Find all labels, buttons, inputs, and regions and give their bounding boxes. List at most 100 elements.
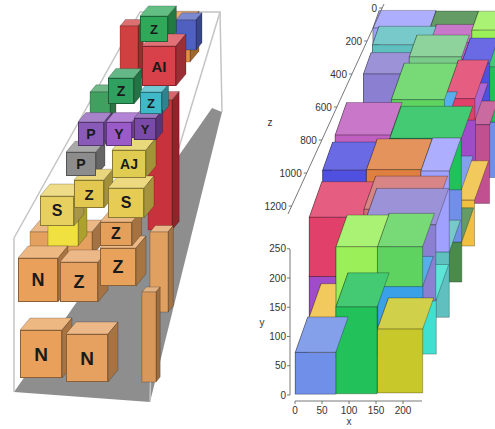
- tick-label: 150: [368, 405, 385, 416]
- box-top: [323, 142, 377, 170]
- tick-label: 0: [280, 390, 286, 401]
- crate-side: [196, 13, 202, 50]
- tick-label: 150: [269, 302, 286, 313]
- box-top: [421, 138, 461, 171]
- box-group: [295, 10, 495, 394]
- crate-side: [156, 287, 160, 382]
- box-top: [373, 10, 436, 28]
- box-front: [295, 352, 335, 394]
- tick-mark: [322, 401, 323, 404]
- tick-mark: [304, 173, 307, 174]
- cargo-box: S: [108, 188, 144, 218]
- box-letter: N: [80, 349, 94, 368]
- plot-axes: [287, 4, 422, 404]
- crate-side: [146, 138, 156, 178]
- tick-label: 0: [292, 405, 298, 416]
- cargo-box: Z: [108, 78, 134, 104]
- tick-label: 50: [316, 405, 327, 416]
- crate-side: [162, 84, 169, 114]
- box-front: [377, 329, 422, 393]
- container-floor: [14, 108, 222, 402]
- tick-mark: [403, 401, 404, 404]
- tick-label: 600: [315, 102, 332, 113]
- cargo-box: Y: [134, 118, 156, 140]
- box-top: [472, 11, 495, 30]
- cargo-box: Y: [106, 122, 132, 146]
- box-letter: N: [34, 345, 48, 364]
- cargo-box: Z: [140, 16, 168, 42]
- crate-side: [108, 322, 118, 382]
- crate-side: [168, 226, 173, 313]
- box-letter: AJ: [120, 157, 138, 171]
- box-top: [366, 139, 432, 170]
- box-top: [462, 38, 495, 63]
- y-axis: [290, 249, 291, 395]
- tick-mark: [376, 401, 377, 404]
- crate-side: [156, 110, 163, 140]
- tick-mark: [379, 8, 382, 9]
- cargo-box: P: [66, 152, 96, 176]
- tick-mark: [287, 336, 290, 337]
- crate-side: [136, 236, 146, 286]
- box-letter: S: [121, 195, 132, 211]
- crate-front: [142, 292, 156, 382]
- box-top: [390, 106, 473, 138]
- cargo-box: AJ: [112, 150, 146, 178]
- tick-mark: [287, 278, 290, 279]
- tick-label: 200: [345, 36, 362, 47]
- container-edge: [13, 238, 15, 392]
- cargo-box: N: [18, 258, 58, 302]
- box-top: [377, 298, 433, 329]
- container-edge: [14, 12, 222, 238]
- box-letter: P: [76, 157, 85, 171]
- tick-label: 1200: [264, 201, 286, 212]
- box-letter: Y: [141, 123, 150, 136]
- box-top: [409, 35, 469, 57]
- box-letter: P: [86, 127, 95, 141]
- tick-mark: [287, 307, 290, 308]
- crate-side: [172, 91, 179, 230]
- crate-side: [176, 34, 186, 86]
- axis-label: y: [260, 317, 265, 328]
- tick-label: 400: [330, 69, 347, 80]
- box-letter: AI: [152, 59, 167, 74]
- tick-label: 800: [300, 135, 317, 146]
- box-top: [336, 215, 389, 247]
- tick-label: 200: [395, 405, 412, 416]
- box-letter: Z: [113, 258, 124, 276]
- box-letter: Y: [114, 127, 123, 141]
- box-letter: Z: [74, 273, 85, 291]
- tick-mark: [287, 248, 290, 249]
- box-letter: Z: [117, 84, 126, 98]
- axis-label: x: [347, 416, 352, 427]
- tick-label: 250: [269, 243, 286, 254]
- tick-mark: [319, 140, 322, 141]
- tick-mark: [287, 395, 290, 396]
- tick-label: 100: [341, 405, 358, 416]
- box-top: [336, 273, 389, 307]
- cargo-box: Z: [100, 248, 136, 286]
- tick-mark: [349, 74, 352, 75]
- tick-mark: [334, 107, 337, 108]
- tick-label: 50: [275, 360, 286, 371]
- tick-label: 1000: [279, 168, 301, 179]
- cargo-box: Z: [140, 92, 162, 114]
- tick-mark: [287, 365, 290, 366]
- tick-mark: [349, 401, 350, 404]
- box-top: [295, 317, 348, 353]
- box-letter: N: [32, 271, 45, 289]
- box-top: [391, 63, 457, 99]
- crate-side: [144, 176, 154, 218]
- cargo-box: Z: [74, 180, 104, 208]
- tick-mark: [364, 41, 367, 42]
- box-letter: S: [52, 203, 63, 219]
- cargo-box: N: [66, 334, 108, 382]
- box-letter: Z: [111, 226, 121, 242]
- z-axis: [288, 4, 384, 214]
- crate-group: [18, 6, 202, 382]
- box-top: [335, 103, 402, 136]
- cargo-box: Z: [100, 222, 132, 246]
- tick-label: 100: [269, 331, 286, 342]
- cargo-box: P: [78, 122, 104, 146]
